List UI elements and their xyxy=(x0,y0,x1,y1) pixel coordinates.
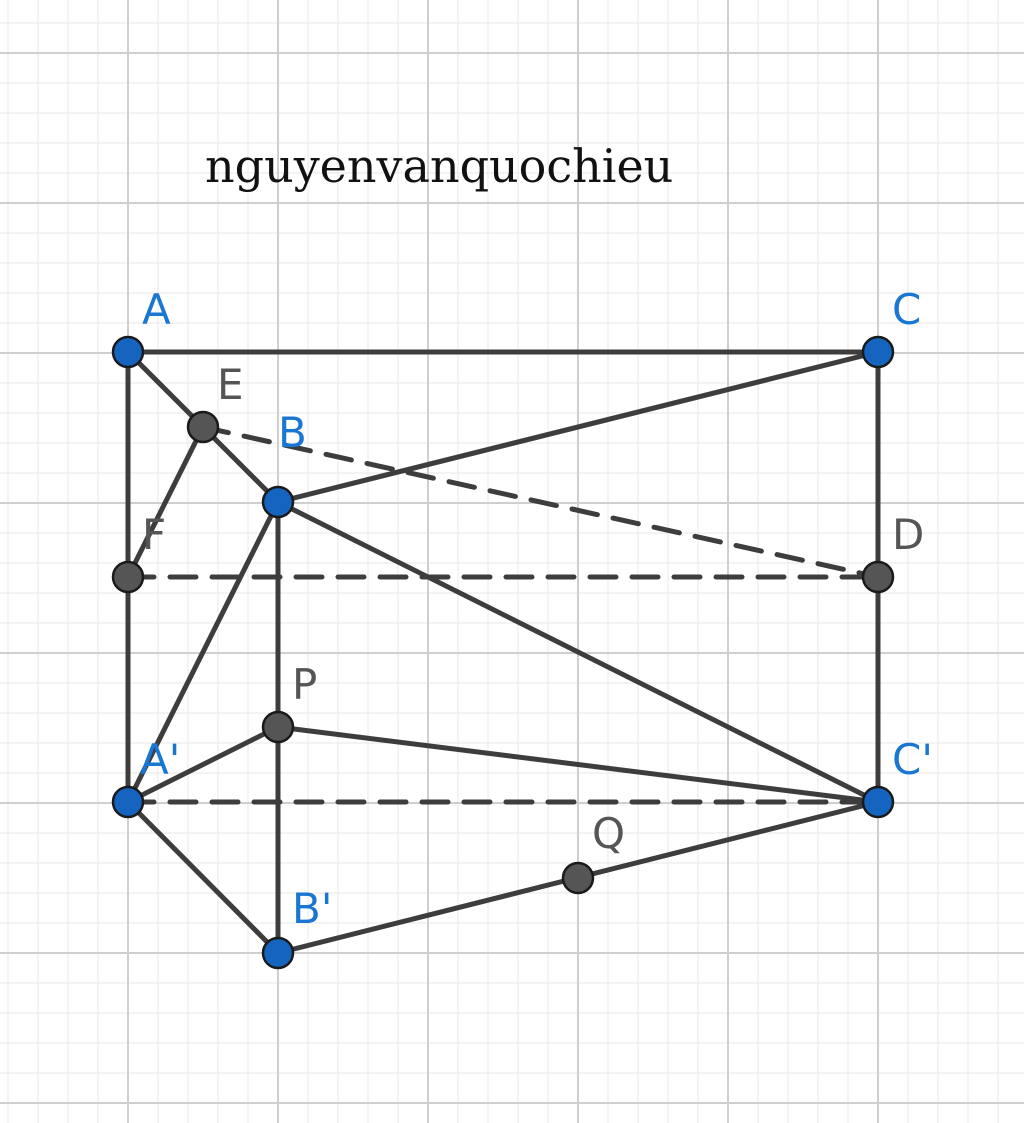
point-label-Q: Q xyxy=(592,809,625,858)
watermark-text: nguyenvanquochieu xyxy=(205,139,673,193)
point-D[interactable] xyxy=(861,560,895,594)
segment-E-F[interactable] xyxy=(125,424,206,580)
labels-layer: A C EB F D P A' C' Q B' xyxy=(140,285,933,933)
point-B[interactable] xyxy=(261,485,295,519)
point-B1[interactable] xyxy=(261,936,295,970)
point-A[interactable] xyxy=(111,335,145,369)
point-label-A1: A' xyxy=(140,735,180,784)
point-E[interactable] xyxy=(186,410,220,444)
point-label-C: C xyxy=(892,285,921,334)
point-P[interactable] xyxy=(261,710,295,744)
point-Q[interactable] xyxy=(561,861,595,895)
segment-B-C1[interactable] xyxy=(275,499,881,805)
point-C[interactable] xyxy=(861,335,895,369)
segment-B-C[interactable] xyxy=(275,349,881,505)
segment-A1-B1[interactable] xyxy=(125,799,281,956)
segment-E-D[interactable] xyxy=(200,424,881,580)
point-A1[interactable] xyxy=(111,785,145,819)
point-label-D: D xyxy=(892,510,924,559)
point-C1[interactable] xyxy=(861,785,895,819)
point-label-C1: C' xyxy=(892,735,933,784)
point-label-A: A xyxy=(142,285,171,334)
point-label-B1: B' xyxy=(292,884,332,933)
segment-B-A1[interactable] xyxy=(125,499,281,805)
segment-A1-P[interactable] xyxy=(125,724,281,805)
point-label-P: P xyxy=(292,660,317,709)
point-label-E: E xyxy=(217,360,244,409)
segment-P-C1[interactable] xyxy=(275,724,881,805)
point-label-B: B xyxy=(278,408,307,457)
points-layer xyxy=(111,335,895,970)
point-F[interactable] xyxy=(111,560,145,594)
point-label-F: F xyxy=(142,510,166,559)
